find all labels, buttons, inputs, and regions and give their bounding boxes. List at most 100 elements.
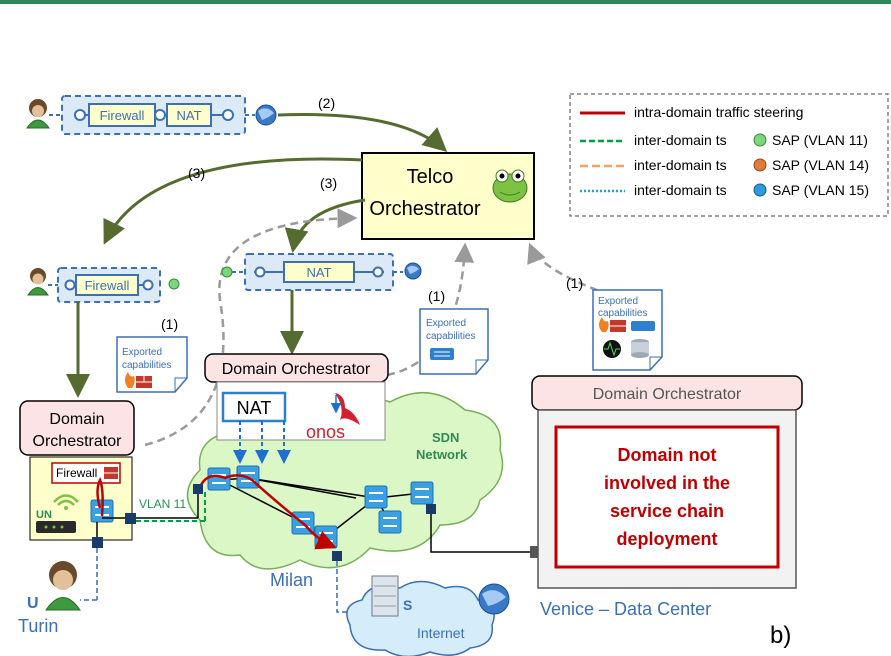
top-bar [0,0,891,4]
legend-row-2: inter-domain ts [634,132,727,148]
vlan-label: VLAN 11 [139,497,186,511]
database-icon [631,339,649,358]
milan-domain-orchestrator: Domain Orchestrator NAT onos [204,353,389,442]
telco-line1: Telco [407,166,454,188]
svg-text:Exported: Exported [426,318,466,329]
turin-sub-chain: Firewall [57,267,161,303]
milan-port-right [426,504,436,514]
svg-text:capabilities: capabilities [598,308,647,319]
milan-nat-label: NAT [237,398,272,418]
label-step1-venice: (1) [566,275,583,291]
legend-sap-1: SAP (VLAN 11) [772,132,868,148]
turin-firewall-label: Firewall [56,466,97,480]
router-icon [36,521,76,533]
globe-icon-top [255,104,277,126]
onos-logo: onos [306,422,345,442]
legend-row-4: inter-domain ts [634,182,727,198]
figure-label: b) [770,622,791,649]
legend-row-3: inter-domain ts [634,157,727,173]
switch-icon [430,348,454,360]
service-chain-top: Firewall NAT [61,95,246,135]
user-icon-turin-chain [27,268,49,296]
chain-nat: NAT [176,108,201,123]
sap-blue-icon [753,183,767,197]
brick-wall-icon [610,320,626,332]
turin-city-label: Turin [18,616,58,636]
label-step1-turin: (1) [161,316,178,332]
venice-city-label: Venice – Data Center [540,599,711,619]
venice-msg-4: deployment [616,529,717,549]
svg-text:Domain: Domain [49,411,104,428]
venice-domain-orchestrator: Domain Orchestrator [531,375,803,411]
legend-sap-2: SAP (VLAN 14) [772,157,869,173]
internet-label: Internet [417,625,465,641]
user-icon-top [26,99,50,129]
switch-icon [631,321,655,331]
wifi-icon [53,494,79,510]
label-step1-milan: (1) [428,288,445,304]
milan-port-bottom [332,551,342,561]
turin-un-label: UN [36,509,52,521]
switch-icon [207,467,231,491]
telco-line2: Orchestrator [369,198,480,220]
turin-port-right [125,513,136,524]
arrow-step2 [277,112,448,152]
sap-milan-icon [221,266,233,278]
venice-msg-2: involved in the [604,473,730,493]
server-s-label: S [403,597,412,613]
sap-turin-icon [168,278,180,290]
svg-text:Domain Orchestrator: Domain Orchestrator [593,386,742,403]
exported-doc-turin: Exported capabilities [116,336,188,393]
telco-orchestrator: Telco Orchestrator [361,152,535,240]
sap-orange-icon [753,158,767,172]
legend: intra-domain traffic steering inter-doma… [569,93,889,217]
svg-text:Exported: Exported [598,296,638,307]
brick-wall-icon [136,376,152,388]
switch-icon [410,481,434,505]
milan-city-label: Milan [270,570,313,590]
internet-cloud [346,580,495,656]
turin-chain-firewall: Firewall [85,278,130,293]
label-step3-milan: (3) [320,175,337,191]
exported-doc-venice: Exported capabilities [592,289,663,371]
exported-doc-milan: Exported capabilities [419,308,489,375]
milan-sub-chain: NAT [244,253,394,291]
turin-port-bottom [92,537,103,548]
fire-icon [599,317,609,332]
arrow-step3-turin [103,157,363,245]
legend-row-1: intra-domain traffic steering [634,104,803,120]
arrow-step3-milan [284,198,366,253]
globe-icon-internet [478,583,510,615]
svg-text:capabilities: capabilities [122,360,171,371]
onos-bird-icon [335,393,360,425]
turin-node: Firewall UN [29,456,133,541]
brick-wall-icon [104,467,118,479]
frog-icon [492,169,528,203]
svg-text:Domain Orchestrator: Domain Orchestrator [222,361,371,378]
venice-msg-1: Domain not [618,445,717,465]
user-u-label: U [27,595,39,612]
venice-data-center: Domain not involved in the service chain… [537,409,797,589]
user-icon-turin [45,561,81,611]
fire-icon [125,372,135,388]
sap-green-icon [753,133,767,147]
svg-text:Orchestrator: Orchestrator [33,433,123,450]
arrow-step1-turin [144,208,358,447]
milan-red-steering [196,474,337,550]
legend-sap-3: SAP (VLAN 15) [772,182,869,198]
label-step3-turin: (3) [188,165,205,181]
switch-icon [364,485,388,509]
venice-msg-3: service chain [610,501,724,521]
sdn-label-2: Network [416,447,468,462]
turin-red-steering [96,476,104,517]
turin-domain-orchestrator: Domain Orchestrator [19,400,135,456]
label-step2: (2) [318,95,335,111]
milan-port-left [193,484,203,494]
server-icon [371,575,399,617]
switch-icon [378,510,402,534]
svg-text:Exported: Exported [122,347,162,358]
sdn-label-1: SDN [432,430,459,445]
chain-firewall: Firewall [100,108,145,123]
